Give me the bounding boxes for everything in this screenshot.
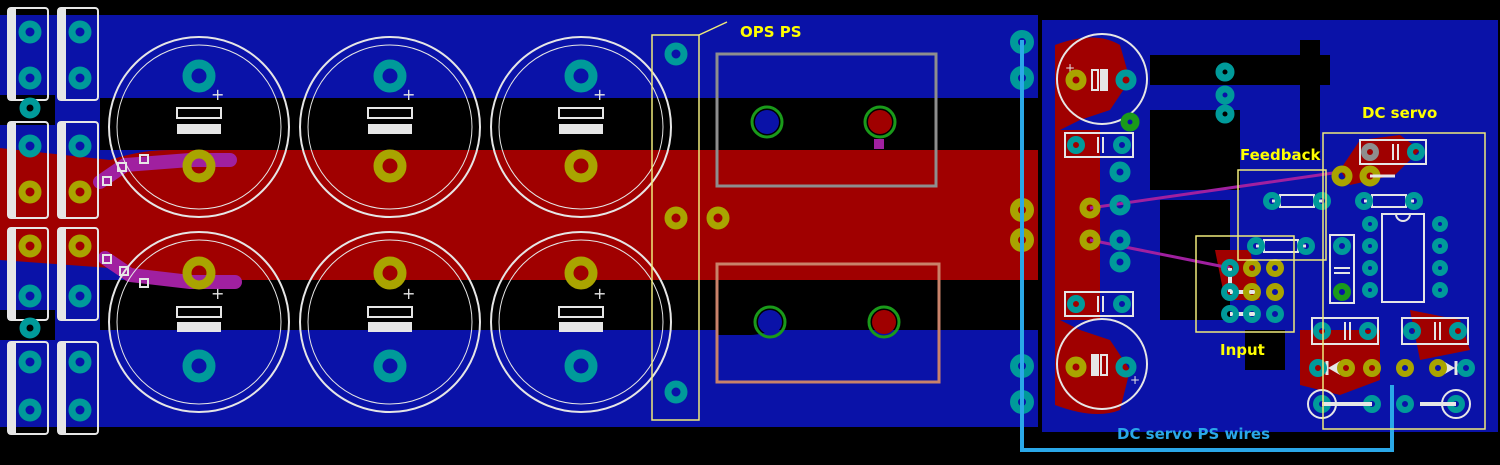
ops-ps-connector <box>651 21 730 421</box>
feedback-pads <box>1331 165 1395 187</box>
dc-servo-ps-wire <box>1020 40 1394 452</box>
input-pads <box>1221 259 1284 323</box>
svg-text:+: + <box>402 85 415 104</box>
resistor-icon <box>1247 192 1423 255</box>
feedback-label: Feedback <box>1240 146 1321 164</box>
ic-socket-icon <box>1362 213 1448 303</box>
dc-servo-ps-wires-label: DC servo PS wires <box>1117 425 1270 443</box>
svg-text:+: + <box>211 284 224 303</box>
ops-ps-board <box>0 15 1038 427</box>
amp-pads <box>1065 62 1235 378</box>
rectifier-bridge-bottom <box>715 262 941 384</box>
film-cap-pads <box>1067 136 1467 340</box>
screw-terminal-icon <box>8 8 66 434</box>
dc-servo-label: DC servo <box>1362 104 1437 122</box>
film-capacitor-icon <box>1064 132 1469 345</box>
input-label: Input <box>1220 341 1265 359</box>
svg-text:+: + <box>1065 61 1075 75</box>
svg-text:+: + <box>593 85 606 104</box>
annotation-boxes <box>1195 132 1486 430</box>
rectifier-bridge-top <box>715 52 938 188</box>
svg-text:+: + <box>211 85 224 104</box>
ops-ps-label: OPS PS <box>740 23 802 41</box>
bulk-capacitor-icon: + + + + + <box>108 36 672 413</box>
capacitor-pads <box>182 59 598 383</box>
bulk-capacitor-icon: + + <box>1056 33 1148 410</box>
svg-text:+: + <box>1130 373 1140 387</box>
terminal-pads <box>18 20 92 422</box>
svg-text:+: + <box>402 284 415 303</box>
svg-text:+: + <box>593 284 606 303</box>
